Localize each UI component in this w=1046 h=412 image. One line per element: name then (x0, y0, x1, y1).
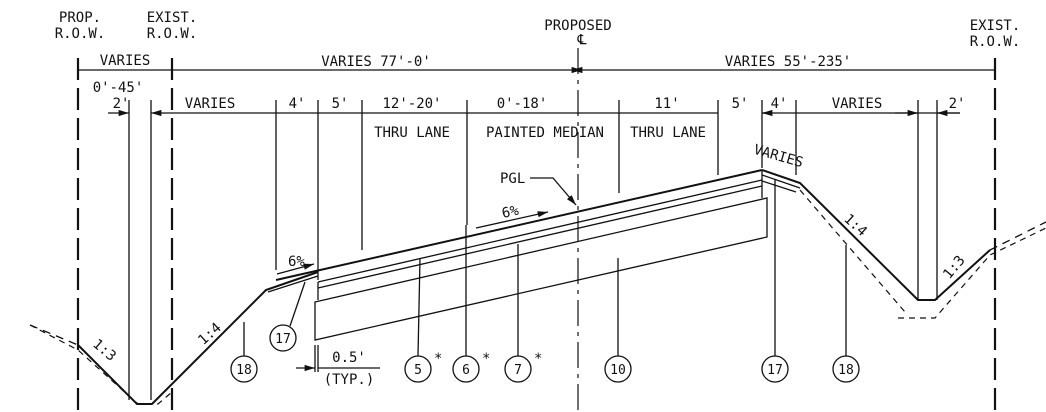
exist-row-left-label-1: EXIST. (147, 10, 198, 26)
pavement-surface (275, 169, 763, 281)
callout-17-right: 17 (761, 355, 789, 383)
pgl-label: PGL (500, 171, 525, 187)
svg-text:*: * (482, 351, 490, 367)
shoulder-right-layer (761, 174, 801, 189)
svg-text:18: 18 (838, 363, 854, 378)
slope-1-3-right: 1:3 (940, 253, 969, 283)
svg-text:10: 10 (610, 363, 626, 378)
shoulder-left-layer (267, 275, 319, 293)
dim-varies-left: VARIES (100, 53, 151, 69)
dim-5ft-right: 5' (732, 96, 749, 112)
dim-2ft-right: 2' (949, 96, 966, 112)
slope-1-4-right: 1:4 (840, 211, 870, 240)
label-thru-lane-left: THRU LANE (374, 125, 450, 141)
dim-4ft-right: 4' (771, 96, 788, 112)
tie-line-right (989, 221, 1046, 251)
callout-10: 10 (604, 355, 632, 383)
pavement-layer-2 (317, 185, 763, 289)
dim-5ft-left: 5' (332, 96, 349, 112)
svg-text:*: * (534, 351, 542, 367)
svg-text:5: 5 (414, 363, 422, 378)
dim-varies-77: VARIES 77'-0' (321, 54, 431, 70)
callout-5: 5 * (404, 351, 442, 383)
slope-6-left-arrow (276, 263, 315, 275)
subbase-block (314, 197, 768, 341)
label-painted-median: PAINTED MEDIAN (486, 125, 604, 141)
dim-12-20: 12'-20' (382, 96, 441, 112)
dim-11: 11' (654, 96, 679, 112)
slope-1-4-left: 1:4 (195, 320, 225, 349)
slope-6-left: 6% (288, 254, 305, 270)
leader-17-left (289, 281, 306, 327)
callout-18-left: 18 (230, 355, 258, 383)
prop-row-label-2: R.O.W. (55, 26, 106, 42)
svg-text:*: * (434, 351, 442, 367)
dim-2ft-left: 2' (113, 96, 130, 112)
dim-0-18: 0'-18' (497, 96, 548, 112)
varies-shoulder: VARIES (752, 142, 805, 171)
dim-varies-right: VARIES (832, 96, 883, 112)
callout-18-right: 18 (832, 355, 860, 383)
dim-varies-mid-left: VARIES (185, 96, 236, 112)
exist-row-left-label-2: R.O.W. (147, 26, 198, 42)
shoulder-right-layer-2 (761, 180, 797, 193)
proposed-ground-right (761, 169, 991, 301)
slope-6-mid: 6% (500, 203, 520, 222)
svg-text:7: 7 (514, 363, 522, 378)
centerline-symbol: ℄ (577, 32, 587, 48)
dim-typ: (TYP.) (324, 372, 375, 388)
label-thru-lane-right: THRU LANE (630, 125, 706, 141)
exist-row-right-label-2: R.O.W. (970, 34, 1021, 50)
dim-half-ft: 0.5' (332, 350, 366, 366)
svg-text:17: 17 (275, 332, 291, 347)
dim-varies-55-235: VARIES 55'-235' (725, 54, 851, 70)
pgl-leader (530, 177, 577, 206)
proposed-ground-left (77, 271, 319, 405)
exist-row-right-label-1: EXIST. (970, 18, 1021, 34)
svg-text:17: 17 (767, 363, 783, 378)
existing-ground-right (898, 227, 1046, 319)
dim-0-45: 0'-45' (93, 80, 144, 96)
svg-text:6: 6 (462, 363, 470, 378)
svg-text:18: 18 (236, 363, 252, 378)
prop-row-label-1: PROP. (59, 10, 101, 26)
existing-ground-right-slope (799, 189, 906, 313)
proposed-label: PROPOSED (544, 18, 611, 34)
pavement-layer-1 (317, 179, 763, 283)
callout-17-left: 17 (269, 324, 297, 352)
slope-6-mid-arrow (475, 211, 549, 229)
dim-4ft-left: 4' (289, 96, 306, 112)
callout-6: 6 * (452, 351, 490, 383)
tie-line-left (29, 324, 79, 346)
leader-5 (417, 257, 421, 357)
callout-7: 7 * (504, 351, 542, 383)
